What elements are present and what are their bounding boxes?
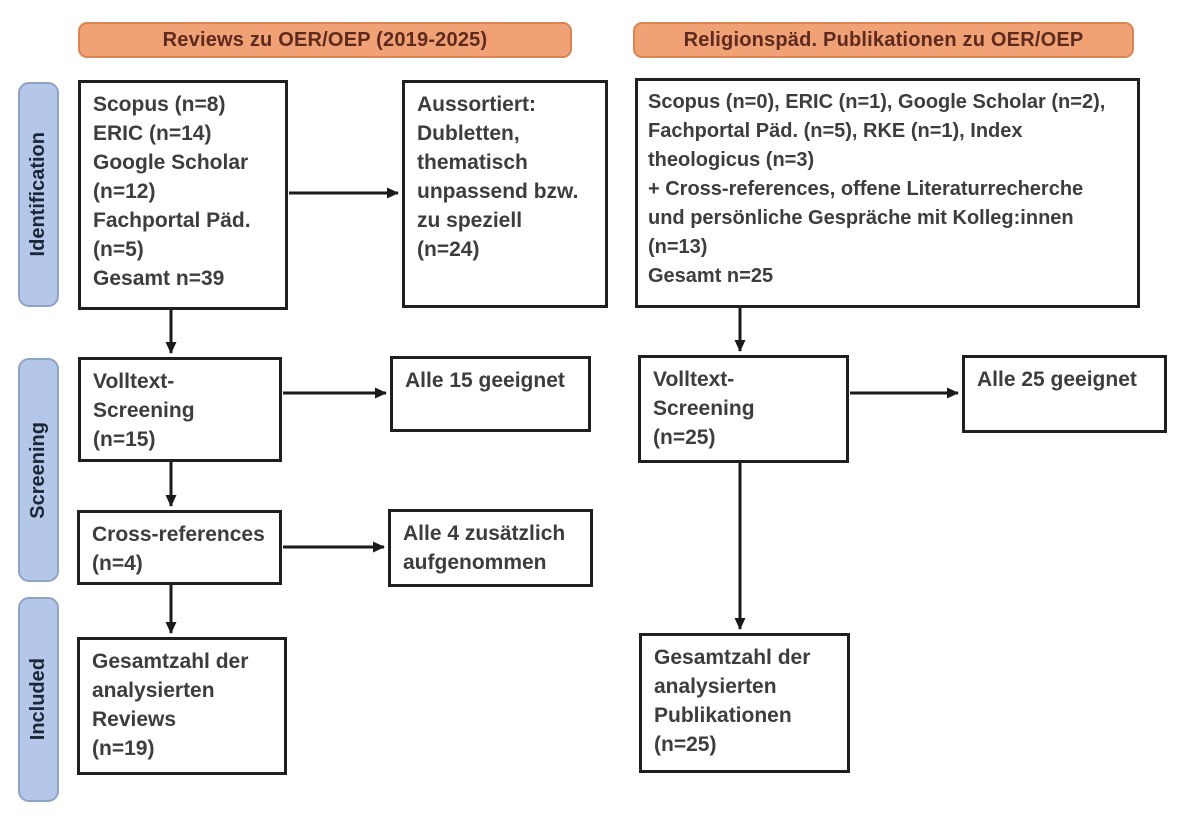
right-identification-sources-box: Scopus (n=0), ERIC (n=1), Google Scholar…: [635, 78, 1140, 308]
stage-label-included-text: Included: [27, 658, 49, 741]
right-fulltext-screening-box: Volltext- Screening (n=25): [638, 355, 849, 463]
left-excluded-box: Aussortiert: Dubletten, thematisch unpas…: [402, 80, 608, 308]
right-included-total-box: Gesamtzahl der analysierten Publikatione…: [639, 633, 850, 773]
stage-label-screening-text: Screening: [27, 421, 49, 519]
column-header-reviews: Reviews zu OER/OEP (2019-2025): [78, 22, 572, 58]
right-screening-result-box: Alle 25 geeignet: [962, 355, 1167, 433]
left-cross-references-result-box: Alle 4 zusätzlich aufgenommen: [388, 509, 593, 587]
stage-label-included: Included: [18, 597, 59, 802]
left-screening-result-box: Alle 15 geeignet: [390, 356, 591, 432]
stage-label-identification: Identification: [18, 82, 59, 307]
left-cross-references-box: Cross-references (n=4): [77, 510, 282, 585]
left-fulltext-screening-box: Volltext- Screening (n=15): [78, 357, 282, 462]
left-identification-sources-box: Scopus (n=8) ERIC (n=14) Google Scholar …: [78, 80, 288, 310]
column-header-religionspaed: Religionspäd. Publikationen zu OER/OEP: [633, 22, 1134, 58]
stage-label-identification-text: Identification: [27, 132, 49, 257]
left-included-total-box: Gesamtzahl der analysierten Reviews (n=1…: [77, 637, 287, 775]
stage-label-screening: Screening: [18, 358, 59, 582]
